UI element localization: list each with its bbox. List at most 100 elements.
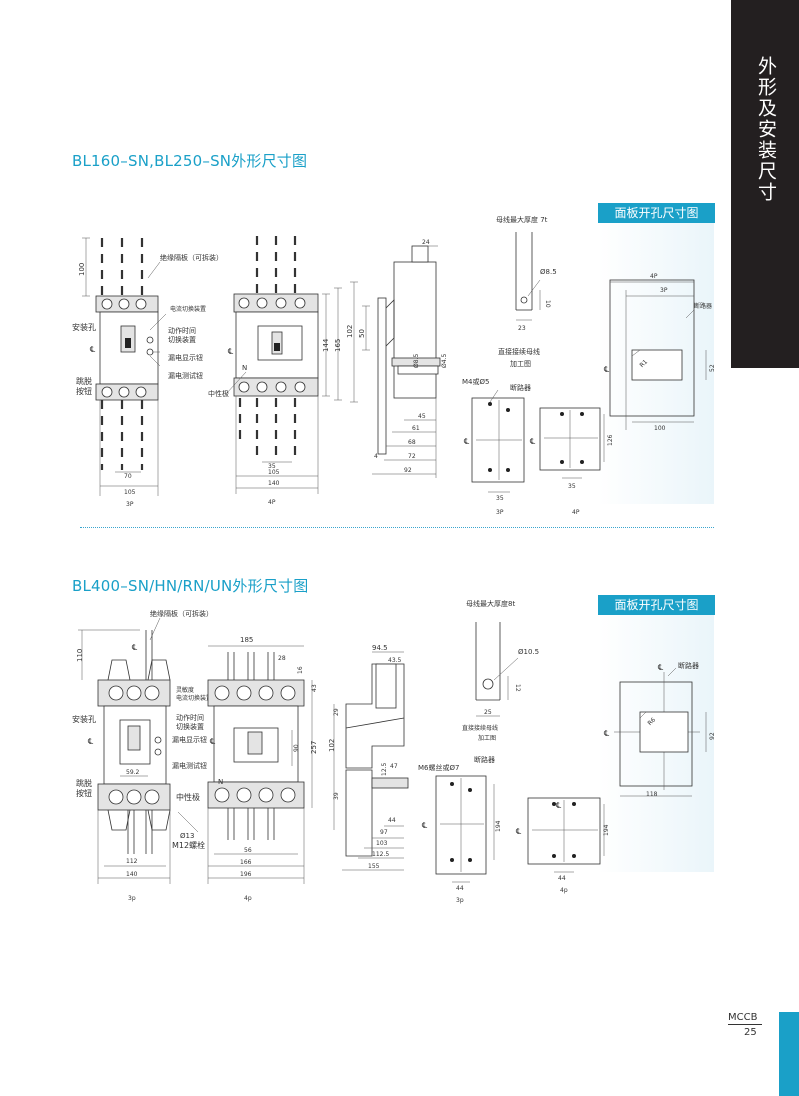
- s1-panel-52: 52: [709, 364, 716, 372]
- s1-label-n-mark: N: [242, 364, 247, 372]
- s1-label-leak-test: 漏电测试钮: [168, 371, 203, 380]
- s1-side-view: 24 102 50 Ø8.5 Ø4.5 45 61 68 72 92 4: [346, 239, 448, 478]
- panel2-header: 面板开孔尺寸图: [598, 595, 715, 615]
- s1-3p-front-view: 100 70 105 3P 绝缘隔板（可拆装） 电流切换装置 动作时间 切换装置…: [72, 237, 223, 508]
- s2-label-neutral: 中性极: [176, 792, 200, 802]
- s2-label-insulation: 绝缘隔板（可拆装）: [150, 609, 213, 618]
- s2-dim-90: 90: [293, 744, 300, 752]
- s2-label-breaker: 断路器: [474, 755, 495, 764]
- s2-dim-44: 44: [388, 817, 396, 824]
- s2-panel-cutout: ℄ 断路器 ℄ R6 92 118: [604, 661, 716, 798]
- s2-dim-194-4p: 194: [603, 824, 610, 836]
- s2-panel-r6: R6: [646, 716, 657, 727]
- s2-panel-92: 92: [709, 732, 716, 740]
- s2-dim-155: 155: [368, 863, 380, 870]
- s2-dim-43-5: 43.5: [388, 657, 402, 664]
- s1-label-neutral: 中性极: [208, 389, 229, 398]
- s2-dim-59-2: 59.2: [126, 769, 140, 776]
- s1-dim-23: 23: [518, 325, 526, 332]
- s2-panel-cl-side: ℄: [604, 729, 610, 738]
- s1-panel-r1: R1: [638, 358, 649, 369]
- s2-dim-110: 110: [76, 649, 84, 662]
- page-number: 25: [744, 1027, 757, 1038]
- s1-label-3p: 3P: [126, 501, 134, 508]
- s2-label-cl-4p-side: ℄: [516, 827, 522, 836]
- s1-label-cl-4p-pattern: ℄: [530, 437, 536, 446]
- s1-dim-105b: 105: [268, 469, 280, 476]
- s1-label-leak-display: 漏电显示钮: [168, 353, 203, 362]
- s1-dim-100: 100: [78, 263, 86, 276]
- s2-label-mount-hole: 安装孔: [72, 714, 96, 724]
- s1-label-cl-4p: ℄: [228, 347, 234, 356]
- s2-label-cl-3p-pattern: ℄: [422, 821, 428, 830]
- s2-dim-94-5: 94.5: [372, 644, 388, 652]
- s1-dim-phi8-5-side: Ø8.5: [413, 354, 420, 368]
- s1-label-mount-hole: 安装孔: [72, 322, 96, 332]
- s1-label-current-switch: 电流切换装置: [170, 305, 206, 313]
- s2-label-direct-1: 直接接续母线: [462, 724, 498, 732]
- s2-dim-phi10-5: Ø10.5: [518, 648, 539, 656]
- s1-dim-68: 68: [408, 439, 416, 446]
- section2-title: BL400–SN/HN/RN/UN外形尺寸图: [72, 577, 309, 595]
- s1-label-direct-2: 加工图: [510, 359, 531, 368]
- s2-label-m12: M12螺栓: [172, 840, 205, 850]
- s2-busbar-detail: 母线最大厚度8t Ø10.5 25 12 直接接续母线 加工图: [462, 599, 539, 742]
- s2-dim-44-4p: 44: [558, 875, 566, 882]
- s1-dim-24: 24: [422, 239, 430, 246]
- s2-label-4p-pattern: 4p: [560, 887, 568, 894]
- s1-dim-144: 144: [322, 338, 330, 352]
- s2-label-trip-1: 跳脱: [76, 778, 92, 788]
- s2-dim-12-5: 12.5: [381, 762, 388, 776]
- s1-dim-phi8-5: Ø8.5: [540, 268, 557, 276]
- s2-mount-patterns: M6螺丝或Ø7 断路器 ℄ 194 44 3p ℄ ℄ 194 44 4p: [418, 755, 610, 904]
- s1-dim-45: 45: [418, 413, 426, 420]
- s1-dim-105: 105: [124, 489, 136, 496]
- s1-panel-breaker: 断路器: [694, 302, 712, 310]
- s2-dim-185: 185: [240, 636, 253, 644]
- s2-dim-112: 112: [126, 858, 138, 865]
- s2-dim-103: 103: [376, 840, 388, 847]
- s2-dim-112-5: 112.5: [372, 851, 389, 858]
- s2-dim-12: 12: [514, 684, 521, 692]
- s2-label-sens-2: 电流切换装置: [176, 694, 212, 702]
- s2-label-m6: M6螺丝或Ø7: [418, 763, 459, 772]
- s2-dim-44-pattern: 44: [456, 885, 464, 892]
- s1-label-breaker: 断路器: [510, 383, 531, 392]
- s2-3p-front-view: 110 绝缘隔板（可拆装） ℄ 灵敏度 电流切换装置 动作时间 切换装置 安装孔…: [72, 609, 213, 902]
- s1-label-trip-2: 按钮: [76, 386, 92, 396]
- s1-dim-50: 50: [358, 329, 366, 338]
- s2-label-direct-2: 加工图: [478, 734, 496, 742]
- s2-4p-front-view: 185 28 16 43 90 257 ℄ N 中性极 Ø13 M12螺栓 56…: [172, 636, 318, 902]
- s2-label-n-mark: N: [218, 778, 223, 786]
- s2-dim-29: 29: [333, 708, 340, 716]
- s1-dim-165: 165: [334, 339, 342, 352]
- s2-side-view: 94.5 43.5 29 102 39 47 12.5 44 97 103 11…: [328, 644, 409, 871]
- s2-label-3p: 3p: [128, 895, 136, 902]
- s2-label-cl-top: ℄: [132, 643, 138, 652]
- s1-panel-cl: ℄: [604, 365, 610, 374]
- s1-label-cl-3p: ℄: [90, 345, 96, 354]
- s1-dim-126: 126: [607, 434, 614, 446]
- footer-accent-bar: [779, 1012, 799, 1096]
- footer-rule: [728, 1024, 762, 1025]
- s1-label-m4: M4或Ø5: [462, 377, 489, 386]
- s2-panel-breaker: 断路器: [678, 661, 699, 670]
- s1-dim-72: 72: [408, 453, 416, 460]
- s2-label-busbar-thick: 母线最大厚度8t: [466, 599, 515, 608]
- s2-label-action-time-2: 切换装置: [176, 722, 204, 731]
- s1-panel-3p: 3P: [660, 287, 668, 294]
- s2-panel-cl-top: ℄: [658, 663, 664, 672]
- s1-dim-10: 10: [544, 300, 551, 308]
- footer-label: MCCB: [728, 1012, 758, 1023]
- s2-label-leak-display: 漏电显示钮: [172, 735, 207, 744]
- s1-label-cl-3p-pattern: ℄: [464, 437, 470, 446]
- s2-label-trip-2: 按钮: [76, 788, 92, 798]
- s2-dim-97: 97: [380, 829, 388, 836]
- s2-dim-102: 102: [328, 739, 336, 752]
- s1-dim-35-4p: 35: [568, 483, 576, 490]
- s1-dim-35-pattern: 35: [496, 495, 504, 502]
- s1-label-insulation: 绝缘隔板（可拆装）: [160, 253, 223, 262]
- s2-label-action-time-1: 动作时间: [176, 713, 204, 722]
- s1-label-action-time-1: 动作时间: [168, 326, 196, 335]
